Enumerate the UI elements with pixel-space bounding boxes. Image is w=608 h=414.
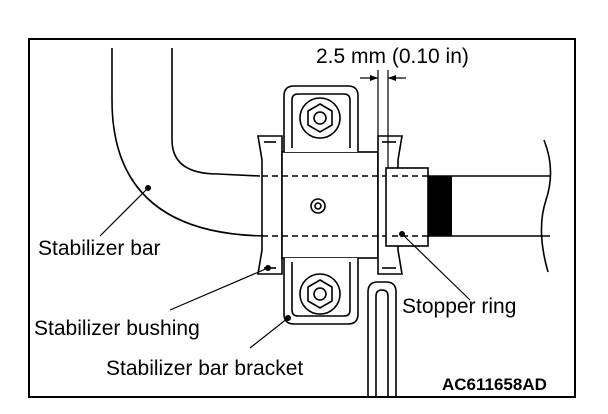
stabilizer-bar-inner-edge	[171, 48, 261, 177]
leader-stabilizer-bushing	[169, 267, 269, 311]
top-bolt-icon	[299, 97, 341, 139]
stabilizer-bushing-label: Stabilizer bushing	[34, 317, 200, 340]
center-nut-icon	[310, 198, 326, 214]
leader-stabilizer-bar	[99, 187, 149, 237]
leader-stabilizer-bar-bracket	[249, 317, 289, 349]
stabilizer-diagram	[99, 48, 552, 396]
diagram-frame: 2.5 mm (0.10 in) Stabilizer bar Stabiliz…	[28, 38, 576, 398]
bottom-bolt-icon	[299, 273, 341, 315]
bushing-left	[257, 135, 283, 275]
stopper-ring-label: Stopper ring	[402, 295, 517, 318]
tube-left	[367, 281, 397, 396]
stabilizer-bar-bracket-label: Stabilizer bar bracket	[106, 357, 304, 380]
bracket-body	[281, 151, 379, 259]
stabilizer-bar-outer-edge	[111, 48, 271, 237]
tube-right	[375, 289, 389, 396]
stopper-ring	[385, 167, 429, 247]
figure-code: AC611658AD	[442, 375, 547, 394]
stopper-ring-band	[428, 176, 452, 236]
stabilizer-bar-label: Stabilizer bar	[38, 237, 161, 260]
bar-break-line	[540, 139, 552, 273]
dimension-label: 2.5 mm (0.10 in)	[316, 45, 469, 68]
leader-stopper-ring	[401, 233, 471, 301]
